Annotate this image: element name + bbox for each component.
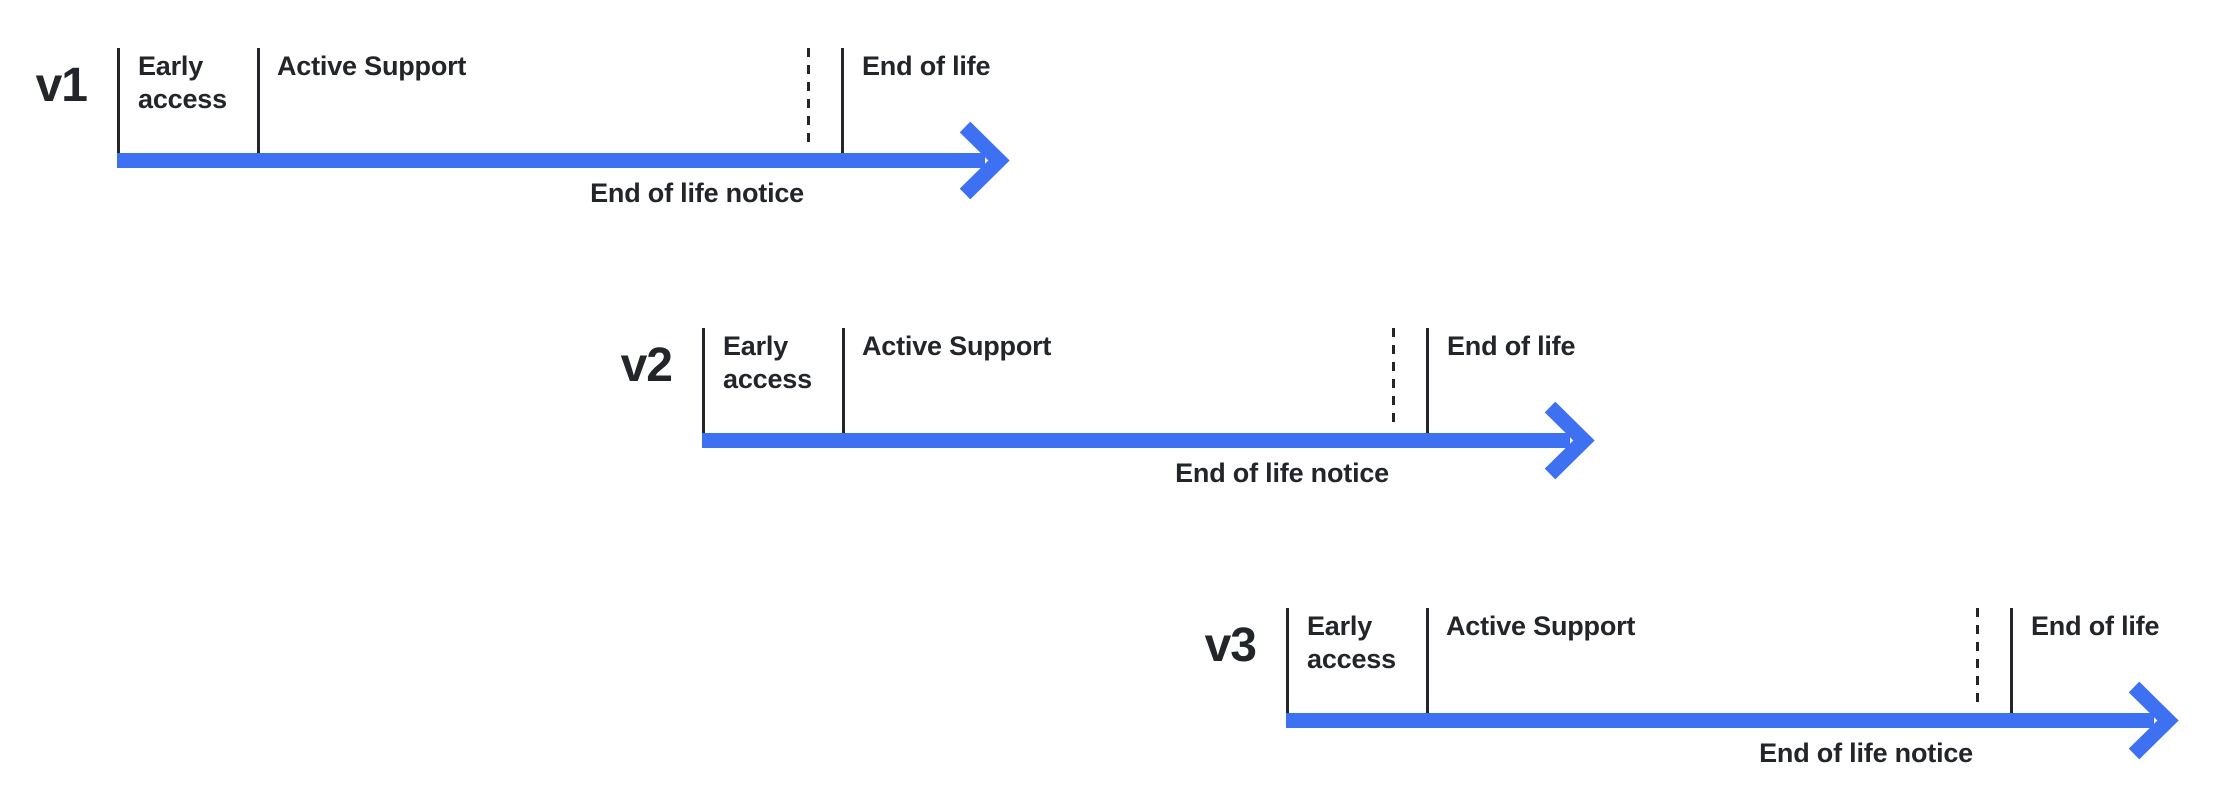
early-access-start-tick [702, 328, 705, 433]
end-of-life-label: End of life [1447, 331, 1576, 361]
arrow-head-icon [959, 121, 1010, 200]
version-label: v1 [35, 59, 88, 112]
arrow-shaft [702, 433, 1570, 448]
arrow-shaft [117, 153, 985, 168]
early-access-label: Early access [1307, 611, 1396, 674]
end-of-life-notice-label: End of life notice [590, 178, 804, 208]
active-support-start-tick [842, 328, 845, 433]
end-of-life-tick [841, 48, 844, 153]
version-label: v2 [620, 339, 673, 392]
active-support-label: Active Support [1446, 611, 1636, 641]
arrow-shaft [1286, 713, 2154, 728]
end-of-life-notice-label: End of life notice [1759, 738, 1973, 768]
end-of-life-notice-label: End of life notice [1175, 458, 1389, 488]
end-of-life-label: End of life [862, 51, 991, 81]
arrow-head-icon [2128, 681, 2179, 760]
active-support-label: Active Support [277, 51, 467, 81]
timeline-v3: v3 Early access Active Support End of li… [1169, 608, 2228, 783]
timeline-v1: v1 Early access Active Support End of li… [0, 48, 1059, 223]
timeline-arrow [117, 121, 1010, 200]
early-access-start-tick [117, 48, 120, 153]
arrow-head-icon [1544, 401, 1595, 480]
active-support-label: Active Support [862, 331, 1052, 361]
end-of-life-label: End of life [2031, 611, 2160, 641]
early-access-label: Early access [138, 51, 227, 114]
eol-notice-dashed-line [807, 48, 810, 148]
timeline-arrow [1286, 681, 2179, 760]
early-access-start-tick [1286, 608, 1289, 713]
eol-notice-dashed-line [1976, 608, 1979, 708]
active-support-start-tick [257, 48, 260, 153]
end-of-life-tick [2010, 608, 2013, 713]
eol-notice-dashed-line [1392, 328, 1395, 428]
active-support-start-tick [1426, 608, 1429, 713]
timeline-arrow [702, 401, 1595, 480]
timeline-v2: v2 Early access Active Support End of li… [585, 328, 1644, 503]
end-of-life-tick [1426, 328, 1429, 433]
version-label: v3 [1204, 619, 1257, 672]
early-access-label: Early access [723, 331, 812, 394]
